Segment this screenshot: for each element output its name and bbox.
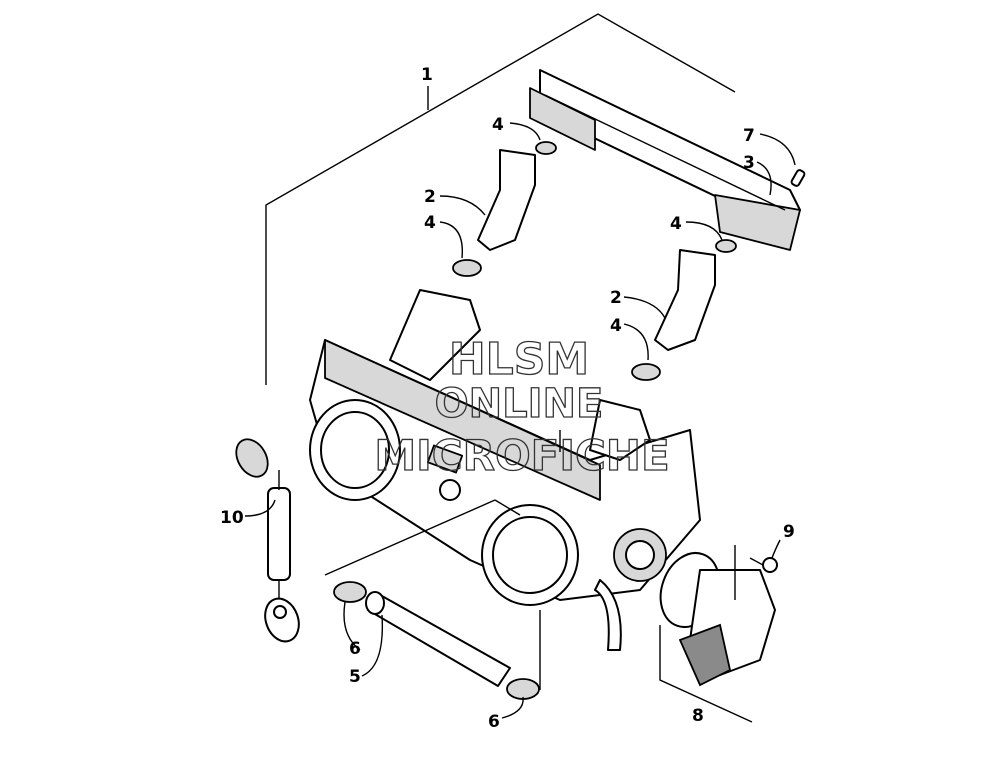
linkage-rod (235, 438, 300, 643)
callout-4-lower: 4 (610, 316, 622, 336)
watermark: HLSM ONLINE MICROFICHE (374, 333, 671, 480)
hose-and-clamps (324, 499, 540, 700)
leader-lines (244, 122, 796, 719)
callout-6-left: 6 (349, 639, 361, 659)
watermark-line-3: MICROFICHE (374, 431, 669, 480)
screw-and-bolt (749, 169, 806, 573)
watermark-line-1: HLSM (449, 334, 589, 385)
callout-10: 10 (220, 508, 244, 528)
callout-7: 7 (743, 126, 755, 146)
callout-4-top: 4 (492, 115, 504, 135)
fuel-injector-right (631, 239, 737, 381)
callout-5: 5 (349, 667, 361, 687)
callout-8: 8 (692, 706, 704, 726)
callout-3: 3 (743, 153, 755, 173)
callout-labels: 1 4 2 4 7 3 4 2 4 10 9 6 5 6 8 (220, 65, 795, 732)
fuel-rail (529, 69, 801, 251)
watermark-line-2: ONLINE (435, 381, 604, 427)
throttle-position-sensor (659, 545, 776, 723)
assembly-bracket (265, 13, 736, 385)
callout-2-right: 2 (610, 288, 622, 308)
callout-1: 1 (421, 65, 433, 85)
callout-9: 9 (783, 522, 795, 542)
callout-2-left: 2 (424, 187, 436, 207)
fuel-injector-left (452, 141, 557, 277)
throttle-body (309, 289, 701, 651)
callout-4-left: 4 (424, 213, 436, 233)
callout-4-right: 4 (670, 214, 682, 234)
callout-6-bottom: 6 (488, 712, 500, 732)
